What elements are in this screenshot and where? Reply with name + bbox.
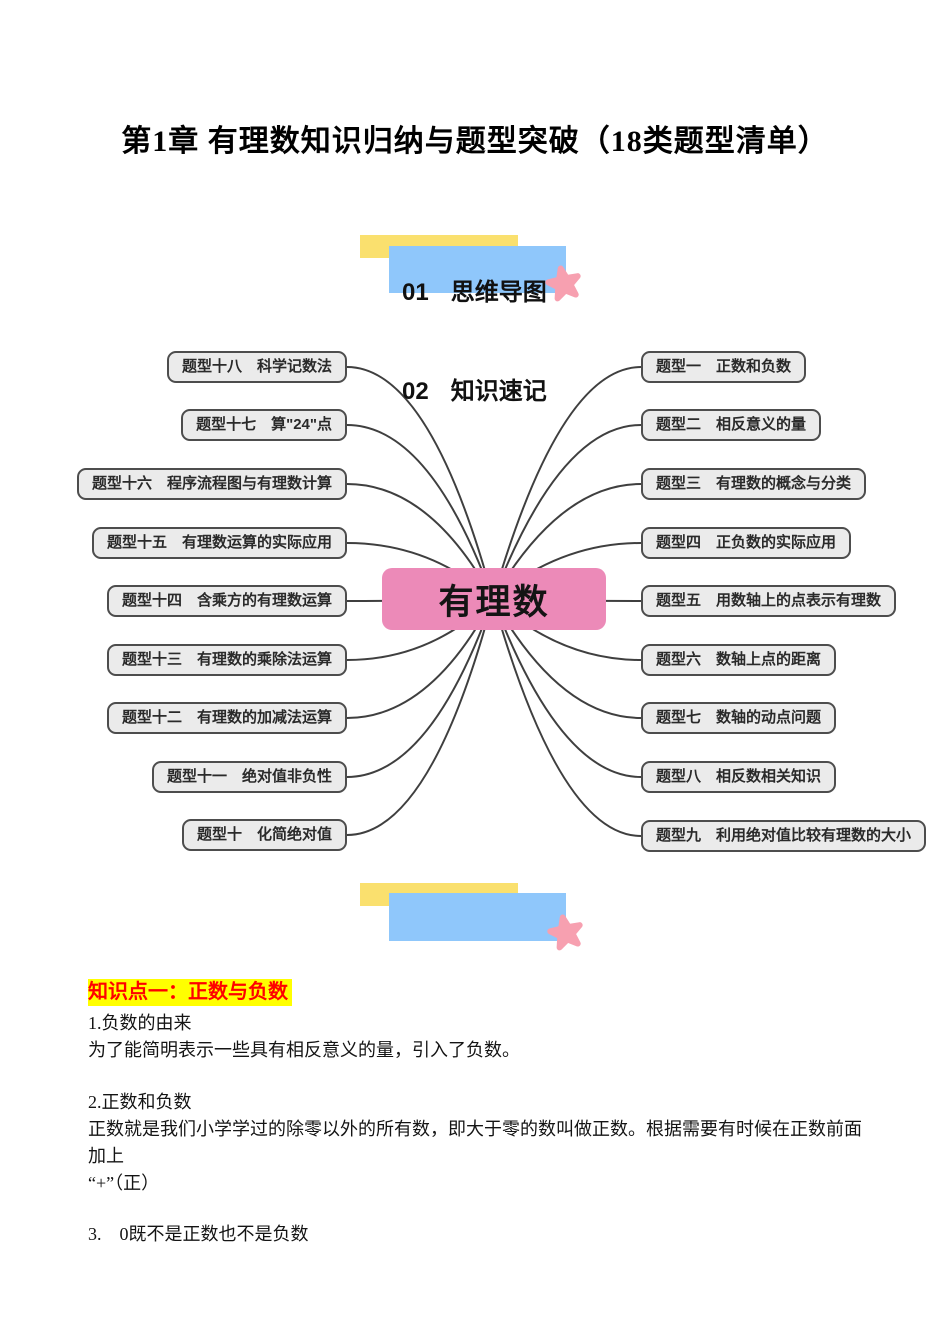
star-icon	[545, 265, 581, 302]
mindmap-node-right-6: 题型六 数轴上点的距离	[641, 644, 837, 676]
mindmap-node-left-10: 题型十 化简绝对值	[181, 819, 347, 851]
spacer	[88, 1064, 878, 1085]
mindmap-node-left-14: 题型十四 含乘方的有理数运算	[106, 585, 347, 617]
knowledge-heading: 知识点一：正数与负数	[88, 979, 292, 1006]
section2-label: 知识速记	[450, 378, 547, 405]
mindmap-node-right-3: 题型三 有理数的概念与分类	[641, 468, 867, 500]
knowledge-item-body: 为了能简明表示一些具有相反意义的量，引入了负数。	[88, 1040, 520, 1060]
mindmap-node-left-12: 题型十二 有理数的加减法运算	[106, 702, 347, 734]
page-title: 第1章 有理数知识归纳与题型突破（18类题型清单）	[121, 125, 829, 158]
section2-banner-blue-bar	[389, 893, 566, 941]
mindmap-node-left-17: 题型十七 算"24"点	[181, 409, 347, 441]
section2-heading: 02 知识速记	[402, 371, 547, 406]
mindmap-node-right-5: 题型五 用数轴上的点表示有理数	[641, 585, 897, 617]
section1-heading: 01 思维导图	[402, 272, 547, 307]
mindmap-node-left-15: 题型十五 有理数运算的实际应用	[91, 527, 347, 559]
knowledge-item-title: 3. 0既不是正数也不是负数	[88, 1224, 309, 1244]
mindmap-node-right-7: 题型七 数轴的动点问题	[641, 702, 837, 734]
star-icon	[547, 914, 583, 951]
mindmap-node-right-4: 题型四 正负数的实际应用	[641, 527, 852, 559]
mindmap-node-left-13: 题型十三 有理数的乘除法运算	[106, 644, 347, 676]
mindmap-node-right-1: 题型一 正数和负数	[641, 351, 807, 383]
knowledge-item-title: 1.负数的由来	[88, 1013, 192, 1033]
knowledge-item-title: 2.正数和负数	[88, 1092, 192, 1112]
section1-banner-blue-bar	[389, 246, 566, 293]
mindmap-node-left-16: 题型十六 程序流程图与有理数计算	[76, 468, 347, 500]
mindmap-node-left-11: 题型十一 绝对值非负性	[151, 761, 347, 793]
mindmap-node-right-9: 题型九 利用绝对值比较有理数的大小	[641, 820, 927, 852]
mindmap-node-left-18: 题型十八 科学记数法	[166, 351, 347, 383]
knowledge-section: 知识点一：正数与负数 1.负数的由来 为了能简明表示一些具有相反意义的量，引入了…	[88, 979, 878, 1248]
section1-number: 01	[402, 279, 429, 306]
mindmap-node-right-8: 题型八 相反数相关知识	[641, 761, 837, 793]
mindmap-central-node: 有理数	[382, 568, 606, 630]
section1-label: 思维导图	[450, 279, 547, 306]
section2-number: 02	[402, 378, 429, 405]
mindmap-node-right-2: 题型二 相反意义的量	[641, 409, 822, 441]
knowledge-item-body: “+”（正）	[88, 1173, 160, 1193]
knowledge-item-body: 正数就是我们小学学过的除零以外的所有数，即大于零的数叫做正数。根据需要有时候在正…	[88, 1119, 862, 1166]
spacer	[88, 1197, 878, 1217]
